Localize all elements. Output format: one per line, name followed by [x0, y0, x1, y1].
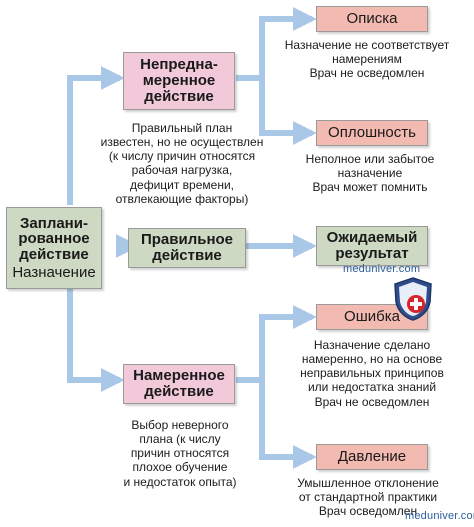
lapse-label: Оплошность [328, 124, 416, 142]
violation-box: Давление [316, 444, 428, 470]
arrow-to-intended [67, 287, 125, 392]
intended-cause-note: Выбор неверного плана (к числу причин от… [123, 418, 237, 489]
slip-note: Назначение не соответствует намерениям В… [284, 38, 450, 81]
expected-result-line1: Ожидаемый [326, 229, 418, 247]
violation-note: Умышленное отклонение от стандартной пра… [297, 476, 439, 519]
planned-action-line1: Заплани- [20, 214, 88, 232]
shield-logo [392, 276, 434, 322]
expected-result-line2: результат [335, 245, 409, 262]
lapse-box: Оплошность [316, 120, 428, 146]
unintended-action-line2: меренное [142, 72, 216, 90]
watermark-top: meduniver.com [343, 263, 421, 275]
correct-action-line1: Правильное [140, 231, 234, 249]
expected-result-box: Ожидаемый результат [316, 226, 428, 266]
mistake-label: Ошибка [344, 308, 400, 326]
correct-action-line2: действие [152, 247, 222, 264]
intended-action-box: Намеренное действие [123, 364, 235, 404]
planned-action-line2: рованное [18, 230, 90, 248]
planned-action-box: Заплани- рованное действие Назначение [6, 207, 102, 289]
lapse-note: Неполное или забытое назначение Врач мож… [305, 152, 435, 195]
unintended-cause-note: Правильный план известен, но не осуществ… [100, 121, 264, 206]
planned-action-line3: действие [19, 246, 89, 263]
arrow-to-unintended [67, 66, 125, 205]
arrow-to-mistake [236, 305, 317, 383]
unintended-action-line3: действие [144, 87, 214, 105]
arrow-to-lapse [259, 78, 317, 145]
intended-action-line1: Намеренное [133, 367, 225, 385]
unintended-action-box: Непредна- меренное действие [123, 52, 235, 110]
slip-label: Описка [346, 10, 398, 28]
unintended-action-line1: Непредна- [140, 56, 218, 74]
violation-label: Давление [337, 448, 407, 466]
planned-action-subtitle: Назначение [12, 263, 96, 281]
slip-box: Описка [316, 6, 428, 32]
watermark-bottom: meduniver.com [405, 510, 474, 522]
intended-action-line2: действие [144, 383, 214, 400]
arrow-to-slip [236, 7, 317, 81]
mistake-note: Назначение сделано намеренно, но на осно… [300, 338, 444, 409]
correct-action-box: Правильное действие [128, 228, 246, 268]
arrow-to-violation [259, 380, 317, 469]
